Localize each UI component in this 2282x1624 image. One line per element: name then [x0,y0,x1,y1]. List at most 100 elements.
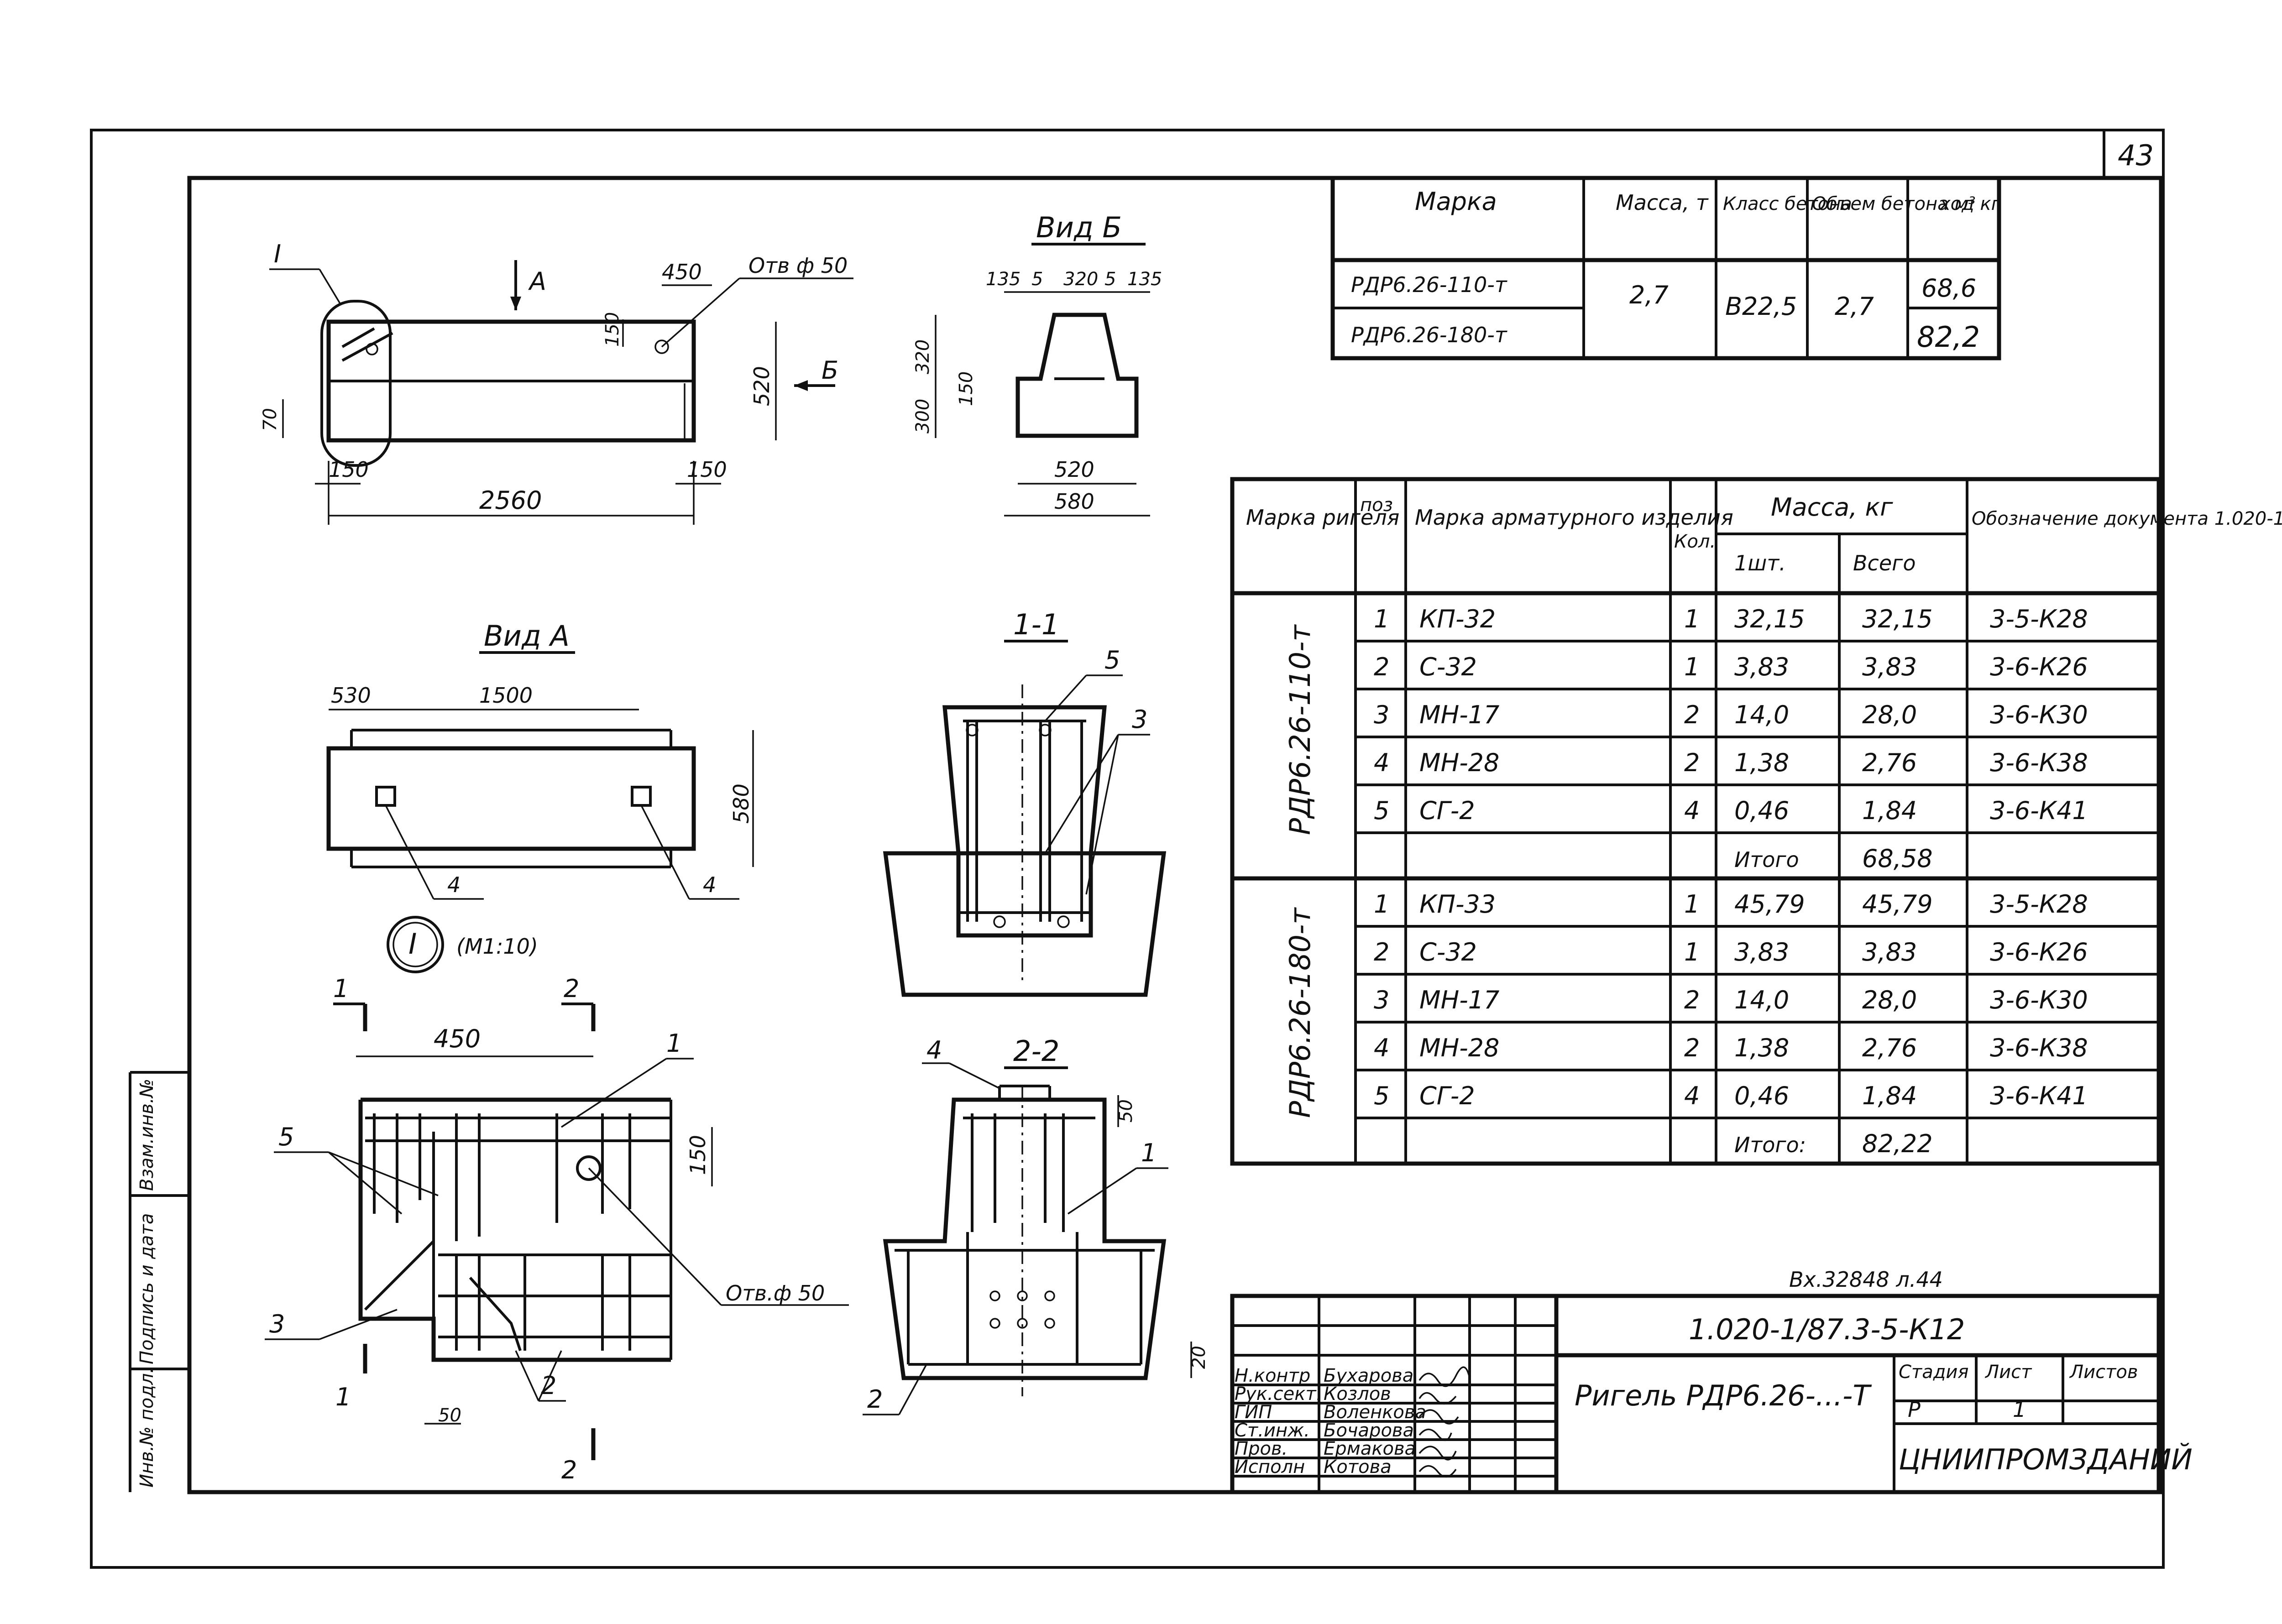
item: С-32 [1419,938,1477,966]
pos: 4 [1374,748,1389,777]
item: КП-32 [1419,605,1496,633]
sum-r1-mark: РДР6.26-110-т [1351,272,1507,297]
dim-150-hole: 150 [602,312,623,347]
qty: 1 [1684,890,1700,919]
node-pos-2: 2 [541,1371,556,1400]
doc: 3-6-К38 [1990,748,2088,777]
total: 1,84 [1862,796,1917,825]
node-pos-1: 1 [666,1029,682,1058]
view-a-marker: А [528,267,546,296]
item: КП-33 [1419,890,1496,919]
node-50: 50 [438,1405,461,1426]
staff-role: ГИП [1235,1402,1272,1423]
staff-name: Бочарова [1324,1420,1414,1441]
signature [1418,1409,1459,1425]
pos: 3 [1374,986,1389,1014]
section-11-title: 1-1 [1013,608,1059,641]
qty: 2 [1684,700,1700,729]
section-1-1: 1-1 5 3 [883,608,1167,997]
one: 32,15 [1734,605,1805,633]
tb-stage: Р [1908,1397,1921,1422]
pos: 4 [1374,1034,1389,1062]
sum-r2-steel: 82,2 [1917,320,1980,354]
one: 14,0 [1734,986,1789,1014]
dim-450-top: 450 [662,260,702,284]
signature [1418,1392,1457,1405]
one: 0,46 [1734,796,1789,825]
spec-g1-mark: РДР6.26-110-т [1283,624,1317,835]
pos: 1 [1374,605,1389,633]
total: 2,76 [1862,748,1917,777]
tb-stage-label: Стадия [1899,1362,1968,1383]
dim-520-height: 520 [749,366,774,406]
staff-name: Ермакова [1324,1438,1416,1459]
view-b-marker: Б [822,356,838,385]
sum-h-volume: Объем бетона м³ [1812,193,1976,214]
vb-320-height: 320 [912,339,933,374]
total: 3,83 [1862,938,1917,966]
one: 1,38 [1734,748,1789,777]
item: МН-28 [1419,1034,1499,1062]
staff-role: Рук.сект. [1235,1384,1322,1405]
doc: 3-6-К41 [1990,796,2088,825]
tb-staff-row: Ст.инж. Бочарова [1235,1420,1414,1441]
s22-50: 50 [1115,1099,1136,1123]
total: 28,0 [1862,986,1917,1014]
sum-r1-volume: 2,7 [1835,292,1874,321]
total: 28,0 [1862,700,1917,729]
doc: 3-6-К26 [1990,653,2088,681]
spec-h-mass-total: Всего [1853,551,1916,575]
staff-name: Бухарова [1324,1365,1413,1386]
sheet-number-box [2103,129,2165,179]
view-b-title: Вид Б [1036,211,1122,244]
tb-doc-code: 1.020-1/87.3-5-К12 [1689,1313,1965,1346]
spec-h-pos: поз [1360,495,1393,516]
pos: 3 [1374,700,1389,729]
spec-h-mark: Марка ригеля [1246,505,1399,530]
section-2-2: 2-2 4 50 1 2 20 [863,1034,1209,1415]
inner-frame [187,176,2163,1494]
section-22-title: 2-2 [1013,1034,1059,1068]
dim-150-left: 150 [329,457,369,482]
va-pos-4-right: 4 [703,872,716,897]
sheet-number: 43 [2118,139,2154,172]
vb-320-top: 320 [1063,269,1098,290]
tb-staff-row: Н.контр Бухарова [1235,1365,1413,1386]
sum-r1-mass: 2,7 [1629,281,1669,309]
total: 2,76 [1862,1034,1917,1062]
item: МН-17 [1419,700,1499,729]
one: 45,79 [1734,890,1805,919]
staff-name: Козлов [1324,1384,1391,1405]
vb-5-right: 5 [1104,269,1116,290]
doc: 3-6-К30 [1990,700,2088,729]
item: СГ-2 [1419,1081,1475,1110]
view-a: Вид А 530 1500 580 4 4 [326,619,754,900]
qty: 4 [1684,1081,1700,1110]
vb-5-left: 5 [1031,269,1043,290]
spec-g1-total-label: Итого [1734,847,1799,872]
vb-580-width: 580 [1054,489,1094,514]
staff-role: Н.контр [1235,1365,1310,1386]
spec-table: Марка ригеля поз Марка арматурного издел… [1230,477,2282,1166]
node-sec-1-top: 1 [333,974,349,1003]
vb-520-width: 520 [1054,457,1094,482]
signature [1418,1366,1471,1387]
va-1500: 1500 [479,683,533,708]
item: МН-28 [1419,748,1499,777]
node-150: 150 [686,1135,710,1175]
total: 1,84 [1862,1081,1917,1110]
item: СГ-2 [1419,796,1475,825]
spec-g1-row: 3 МН-17 2 14,0 28,0 3-6-К30 [1374,700,2088,729]
summary-table: Марка Масса, т Класс бетона Объем бетона… [1330,176,2001,360]
dim-70-left: 70 [260,408,281,431]
doc: 3-5-К28 [1990,890,2088,919]
qty: 2 [1684,986,1700,1014]
signature [1418,1428,1452,1441]
one: 1,38 [1734,1034,1789,1062]
pos: 5 [1374,1081,1389,1110]
spec-g2-row: 2 С-32 1 3,83 3,83 3-6-К26 [1374,938,2088,966]
view-a-title: Вид А [484,619,570,653]
staff-name: Котова [1324,1457,1392,1478]
signature [1418,1446,1457,1461]
